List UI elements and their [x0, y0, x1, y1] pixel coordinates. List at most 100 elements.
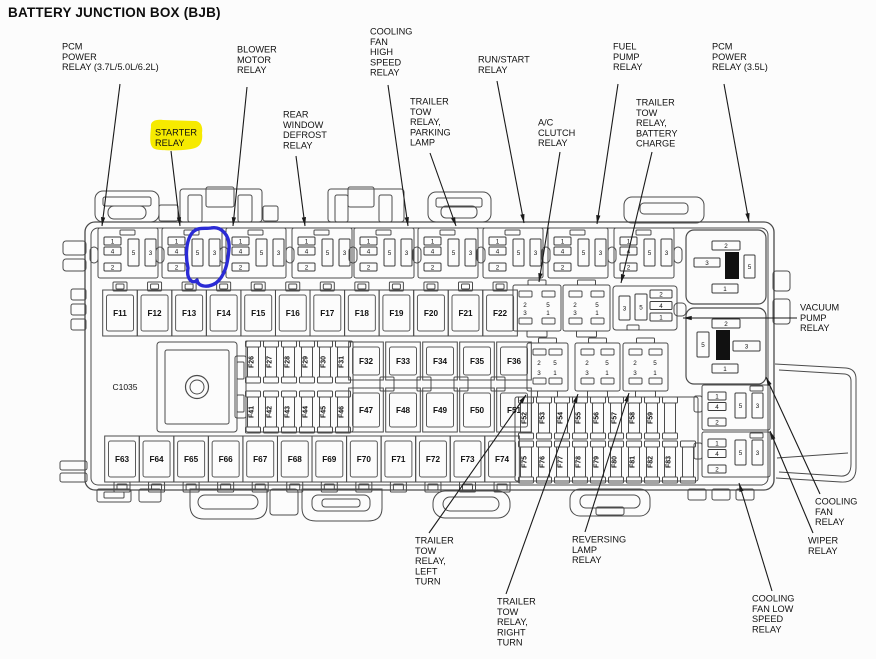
terminal-2: 2 — [715, 466, 719, 473]
leader-line — [769, 430, 814, 534]
terminal-5: 5 — [517, 250, 521, 257]
terminal-1: 1 — [367, 238, 371, 245]
leader-line — [428, 394, 527, 534]
fuse-F58: F58 — [626, 396, 642, 440]
arrowhead — [573, 394, 578, 403]
fuse-label: F27 — [267, 356, 274, 368]
terminal-5: 5 — [639, 304, 643, 311]
fuse-label: F56 — [594, 412, 601, 424]
fuse-F51: F51 — [496, 387, 532, 433]
fuse-slot-empty — [680, 440, 696, 484]
fuse-label: F42 — [267, 406, 274, 418]
arrowhead — [231, 217, 237, 226]
terminal-2: 2 — [305, 264, 309, 271]
fuse-F14: F14 — [205, 281, 242, 337]
terminal-1: 1 — [175, 238, 179, 245]
fuse-F75: F75 — [518, 440, 534, 484]
junction-box-art — [59, 186, 857, 522]
fuse-label: F75 — [522, 456, 529, 468]
leader-line — [101, 83, 121, 227]
fuse-label: F36 — [507, 357, 522, 366]
terminal-4: 4 — [111, 248, 115, 255]
fuse-label: F20 — [424, 309, 439, 318]
fuse-label: F21 — [458, 309, 473, 318]
fuse-F44: F44 — [299, 390, 315, 434]
relay-key-slot — [716, 330, 730, 360]
fuse-F26: F26 — [245, 340, 261, 384]
arrowhead — [301, 217, 307, 226]
label: 5 — [553, 360, 557, 367]
leader-line — [387, 84, 409, 227]
label: 5 — [546, 302, 550, 309]
leader-line — [620, 151, 653, 284]
arrowhead — [596, 215, 601, 224]
fuse-F12: F12 — [136, 281, 173, 337]
terminal-4: 4 — [367, 248, 371, 255]
fuse-label: F33 — [396, 357, 411, 366]
terminal-2: 2 — [431, 264, 435, 271]
fuse-label: F18 — [355, 309, 370, 318]
fuse-label: F65 — [184, 455, 199, 464]
connector-hole-inner — [189, 379, 205, 395]
fuse-label: F70 — [357, 455, 372, 464]
terminal-5: 5 — [748, 264, 752, 271]
label: 2 — [633, 360, 637, 367]
fuse-label: F46 — [339, 406, 346, 418]
terminal-3: 3 — [756, 450, 760, 457]
leader-line — [232, 86, 248, 227]
label: 3 — [585, 370, 589, 377]
terminal-2: 2 — [367, 264, 371, 271]
fuse-F52: F52 — [518, 396, 534, 440]
fuse-F19: F19 — [378, 281, 415, 337]
terminal-4: 4 — [175, 248, 179, 255]
label: 1 — [553, 370, 557, 377]
arrowhead — [770, 431, 776, 440]
fuse-F22: F22 — [482, 281, 518, 337]
terminal-2: 2 — [724, 321, 728, 328]
fuse-label: F29 — [303, 356, 310, 368]
fuse-F49: F49 — [422, 387, 458, 433]
starter-relay-annotation-circle — [184, 226, 231, 288]
fuse-label: F22 — [493, 309, 508, 318]
fuse-F72: F72 — [415, 435, 451, 493]
fuse-F53: F53 — [536, 396, 552, 440]
fuse-label: F55 — [576, 412, 583, 424]
label: 3 — [633, 370, 637, 377]
fuse-label: F72 — [426, 455, 441, 464]
terminal-5: 5 — [452, 250, 456, 257]
terminal-4: 4 — [561, 248, 565, 255]
fuse-label: F41 — [249, 406, 256, 418]
terminal-3: 3 — [665, 250, 669, 257]
terminal-4: 4 — [659, 303, 663, 310]
terminal-3: 3 — [705, 260, 709, 267]
fuse-label: F53 — [540, 412, 547, 424]
arrowhead — [100, 217, 106, 226]
terminal-2: 2 — [496, 264, 500, 271]
leader-line — [738, 482, 773, 592]
fuse-F63: F63 — [104, 435, 140, 493]
fuse-label: F15 — [251, 309, 266, 318]
